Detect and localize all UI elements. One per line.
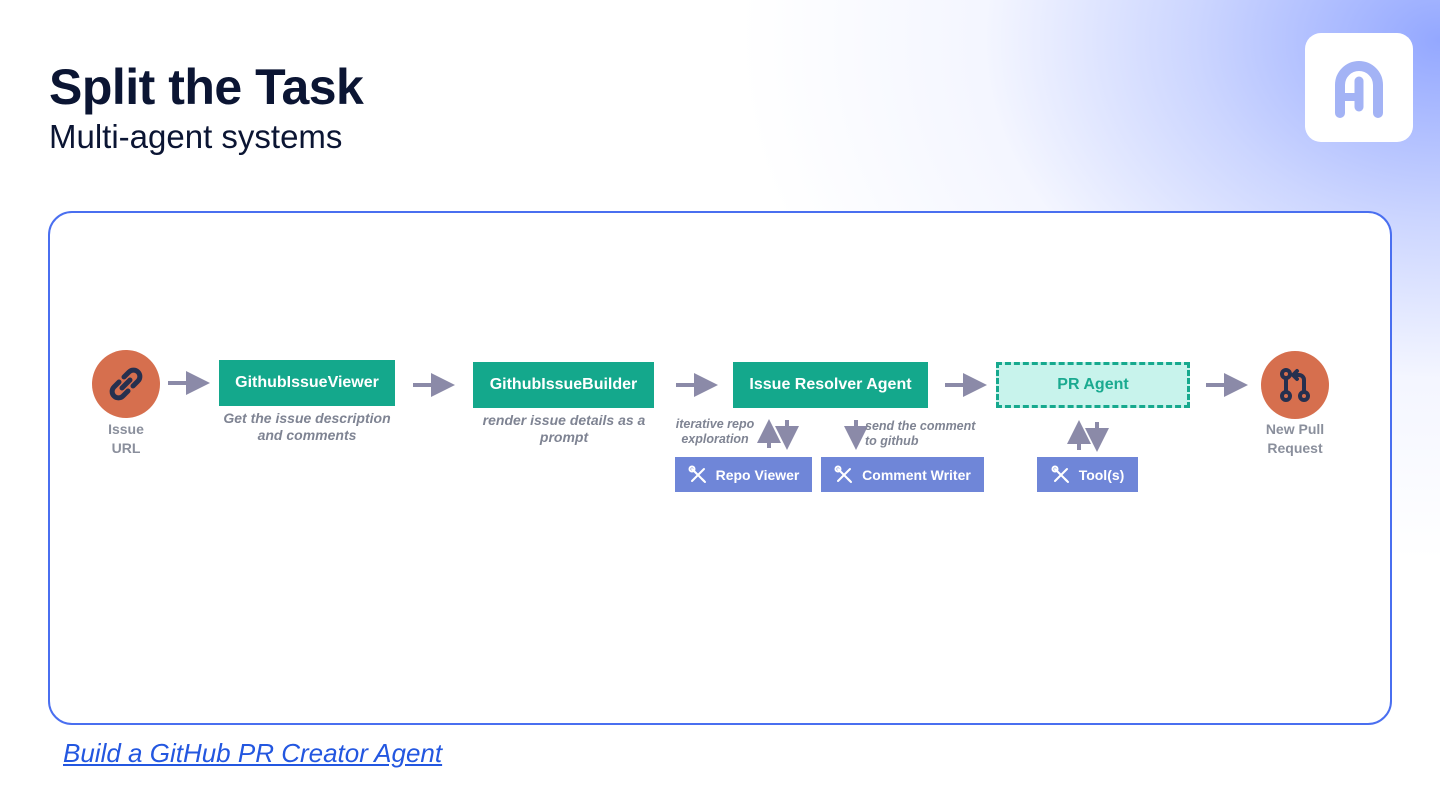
issue-url-label: Issue URL — [108, 421, 144, 456]
pull-request-icon — [1261, 351, 1329, 419]
comment-writer-tool: Comment Writer — [821, 457, 984, 492]
tools-icon — [834, 465, 853, 483]
issue-resolver-agent-node: Issue Resolver Agent — [733, 362, 928, 408]
build-pr-agent-link[interactable]: Build a GitHub PR Creator Agent — [63, 738, 443, 768]
comment-writer-label: Comment Writer — [862, 466, 971, 483]
slide-subtitle: Multi-agent systems — [49, 118, 343, 155]
link-icon — [92, 350, 160, 418]
repo-viewer-tool: Repo Viewer — [675, 457, 812, 492]
github-issue-builder-node: GithubIssueBuilder — [473, 362, 654, 408]
github-issue-viewer-node: GithubIssueViewer — [219, 360, 395, 406]
repo-exploration-note: iterative repo exploration — [675, 417, 755, 446]
tools-label: Tool(s) — [1078, 466, 1125, 483]
ai-logo-icon — [1305, 33, 1413, 142]
builder-description: render issue details as a prompt — [482, 412, 646, 445]
viewer-description: Get the issue description and comments — [223, 410, 391, 443]
diagram-panel: Issue URL GithubIssueViewer Get the issu… — [48, 211, 1392, 725]
logo-glyph — [1335, 60, 1383, 118]
tools-icon — [688, 465, 706, 483]
pr-agent-node: PR Agent — [996, 362, 1190, 408]
comment-note: send the comment to github — [865, 419, 976, 448]
repo-viewer-label: Repo Viewer — [715, 466, 800, 483]
new-pull-request-label: New Pull Request — [1265, 421, 1325, 456]
tools-tool: Tool(s) — [1037, 457, 1138, 492]
tools-icon — [1051, 465, 1069, 483]
slide-title: Split the Task — [49, 59, 364, 115]
